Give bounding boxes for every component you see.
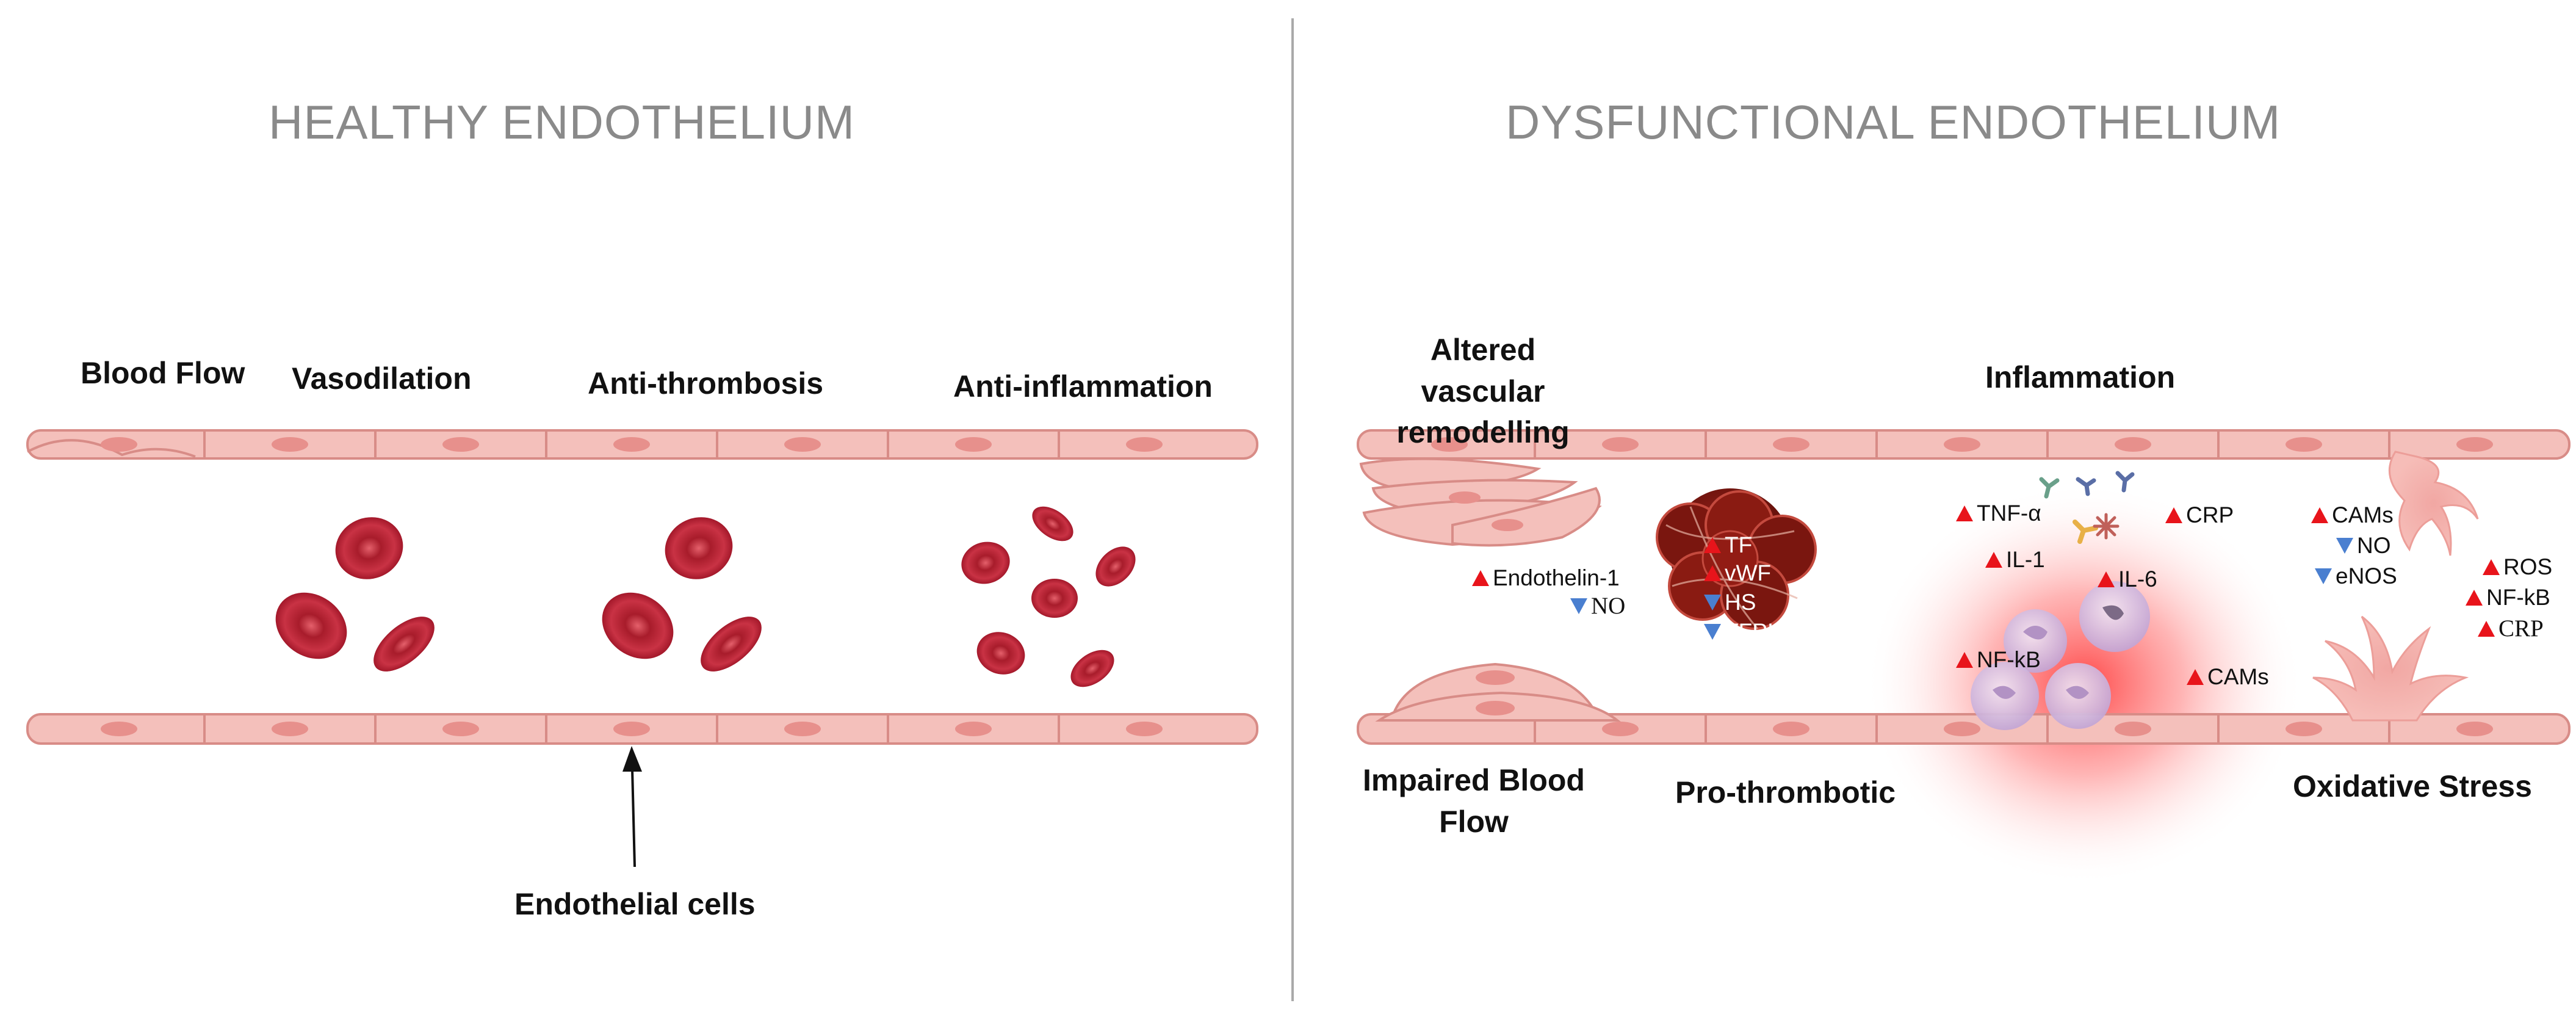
dysfunctional-bottom-wall [1357, 713, 2571, 745]
up-arrow-icon [2165, 507, 2182, 523]
label-inflammation: Inflammation [1985, 360, 2176, 394]
up-arrow-icon [2311, 507, 2328, 523]
down-arrow-icon [1704, 594, 1721, 610]
up-arrow-icon [1956, 505, 1973, 521]
marker-endothelin-1: Endothelin-1 [1472, 567, 1620, 589]
marker-il-1: IL-1 [1985, 548, 2045, 571]
marker-no-2: NO [2336, 534, 2391, 557]
cytokine-particles [2039, 471, 2135, 544]
marker-enos: eNOS [2315, 565, 2397, 587]
marker-nf-kb-oxidative: NF-kB [2466, 586, 2550, 609]
marker-crp-oxidative: CRP [2478, 617, 2544, 640]
leukocytes [1971, 581, 2150, 730]
up-arrow-icon [2187, 668, 2204, 685]
dysfunctional-title: DYSFUNCTIONAL ENDOTHELIUM [1506, 95, 2281, 149]
down-arrow-icon [2336, 537, 2353, 554]
endothelial-cells-arrow [622, 746, 642, 867]
label-blood-flow: Blood Flow [81, 356, 245, 390]
rbc-group-anti-inflammation [961, 506, 1136, 687]
dysfunctional-top-wall [1357, 429, 2571, 460]
label-pro-thrombotic: Pro-thrombotic [1675, 775, 1896, 809]
label-anti-inflammation: Anti-inflammation [953, 369, 1213, 404]
healthy-title: HEALTHY ENDOTHELIUM [269, 95, 855, 149]
up-arrow-icon [2478, 620, 2495, 637]
marker-hs: HS [1704, 591, 1756, 614]
down-arrow-icon [1570, 598, 1587, 614]
healthy-top-wall [26, 429, 1258, 460]
marker-vwf: vWF [1704, 562, 1771, 584]
down-arrow-icon [2315, 568, 2332, 584]
oxidative-stress-cells [2312, 451, 2479, 722]
up-arrow-icon [1704, 565, 1721, 581]
marker-tfpi: TFPI [1704, 620, 1773, 643]
marker-ros: ROS [2483, 556, 2552, 578]
marker-no-1: NO [1570, 594, 1625, 618]
dysfunctional-vessel [1357, 429, 2571, 885]
up-arrow-icon [2098, 571, 2115, 587]
label-anti-thrombosis: Anti-thrombosis [588, 366, 824, 400]
up-arrow-icon [2483, 559, 2500, 575]
label-oxidative-stress: Oxidative Stress [2293, 769, 2532, 803]
up-arrow-icon [2466, 589, 2483, 606]
healthy-vessel [26, 429, 1258, 867]
label-endothelial-cells: Endothelial cells [514, 887, 756, 921]
marker-nf-kb-inflammation: NF-kB [1956, 648, 2041, 671]
label-vasodilation: Vasodilation [292, 361, 472, 396]
up-arrow-icon [1704, 537, 1721, 553]
marker-cams-inflammation: CAMs [2187, 665, 2269, 688]
remodelling-cells-top [1359, 457, 1602, 547]
remodelling-cells-bottom [1375, 662, 1621, 722]
label-impaired-blood-flow: Impaired Blood Flow [1363, 763, 1585, 839]
up-arrow-icon [1985, 551, 2002, 568]
marker-cams-oxidative: CAMs [2311, 504, 2394, 526]
up-arrow-icon [1472, 570, 1489, 586]
down-arrow-icon [1704, 623, 1721, 640]
healthy-bottom-wall [26, 713, 1258, 745]
marker-tf: TF [1704, 534, 1752, 556]
rbc-group-vasodilation [275, 517, 435, 672]
marker-il-6: IL-6 [2098, 568, 2157, 590]
rbc-group-anti-thrombosis [602, 517, 762, 672]
label-altered-remodelling: Altered vascular remodelling [1396, 333, 1570, 449]
marker-tnf-alpha: TNF-α [1956, 502, 2041, 524]
up-arrow-icon [1956, 651, 1973, 668]
marker-crp-inflammation: CRP [2165, 504, 2234, 526]
